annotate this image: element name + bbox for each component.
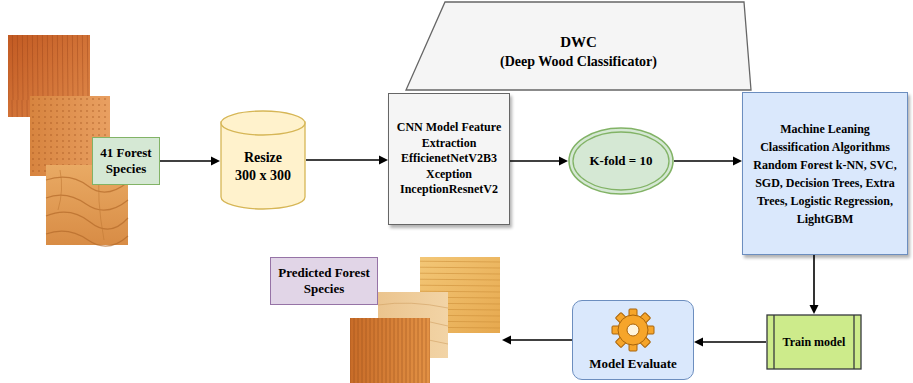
arrow-line (674, 160, 734, 162)
arrow-head (810, 305, 819, 314)
node-text: (Deep Wood Classificator) (415, 53, 742, 71)
node-text: DWC (415, 33, 742, 53)
arrow-head (733, 157, 742, 166)
wood-sample (350, 318, 430, 383)
node-text: Machine Leaning Classification Algorithm… (749, 120, 901, 228)
node-text: K-fold = 10 (580, 153, 662, 169)
input-box: 41 Forest Species (92, 137, 160, 185)
classifier-box: Machine Leaning Classification Algorithm… (742, 92, 908, 255)
flow-arrow (510, 157, 568, 166)
train-box: Train model (766, 314, 862, 370)
arrow-head (211, 157, 220, 166)
arrow-head (379, 156, 388, 165)
arrow-line (702, 341, 766, 343)
arrow-head (559, 157, 568, 166)
flow-arrow (694, 338, 766, 347)
process-box: CNN Model Feature Extraction EfficienetN… (388, 93, 510, 225)
node-text: 300 x 300 (224, 167, 302, 185)
kfold-ellipse: K-fold = 10 (568, 127, 674, 195)
output-group: Predicted Forest Species (270, 255, 502, 383)
flow-arrow (306, 156, 388, 165)
node-text: 41 Forest Species (97, 145, 155, 176)
arrow-head (502, 336, 511, 345)
node-text: CNN Model Feature Extraction EfficienetN… (393, 120, 505, 198)
arrow-line (306, 159, 380, 161)
arrow-line (510, 339, 572, 341)
node-text: Predicted Forest Species (275, 265, 373, 296)
evaluate-box: Model Evaluate (572, 300, 694, 380)
resize-cylinder: Resize300 x 300 (220, 110, 306, 210)
flow-arrow (160, 157, 220, 166)
flow-arrow (810, 255, 819, 314)
group-header: DWC(Deep Wood Classificator) (405, 1, 752, 91)
arrow-line (813, 255, 815, 306)
flow-arrow (674, 157, 742, 166)
node-text: Model Evaluate (577, 356, 689, 372)
arrow-line (510, 160, 560, 162)
arrow-head (694, 338, 703, 347)
node-text: Resize (224, 149, 302, 167)
flow-arrow (502, 336, 572, 345)
node-text: Train model (778, 335, 850, 349)
output-label-box: Predicted Forest Species (270, 257, 378, 305)
gear-icon (610, 307, 656, 353)
arrow-line (160, 160, 212, 162)
